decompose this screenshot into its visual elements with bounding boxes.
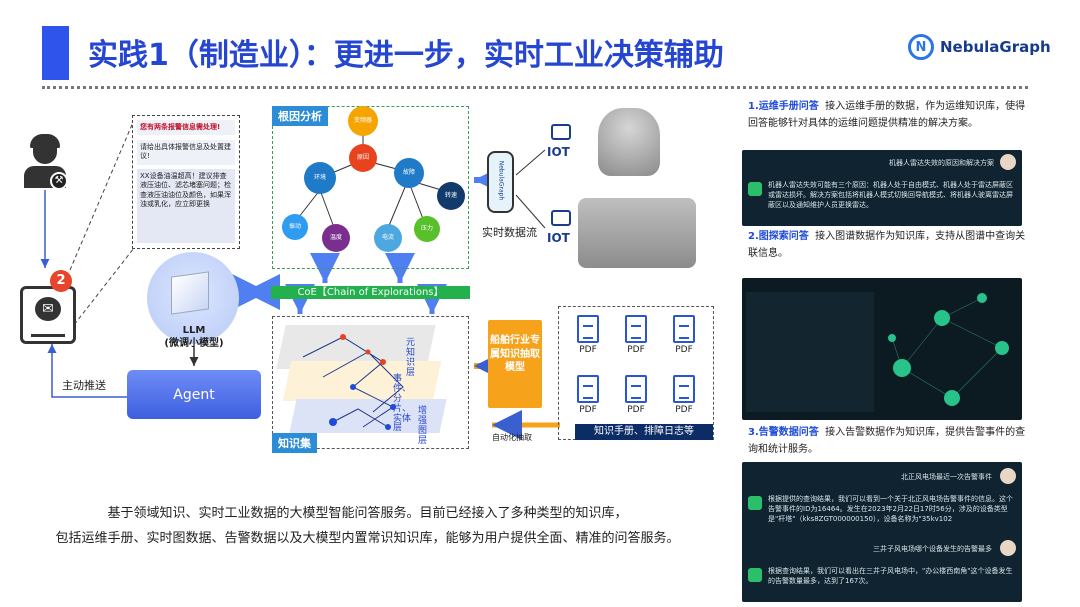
rca-node-2: 原因 (349, 144, 377, 172)
pdf-item-6[interactable]: PDF (669, 375, 699, 415)
sec2-heading: 2.图探索问答 (748, 231, 809, 242)
machine-image-1 (598, 108, 660, 176)
sec2-desc: 接入图谱数据作为知识库，支持从图谱中查询关联信息。 (748, 231, 1026, 259)
title-accent-bar (42, 26, 69, 80)
qa-screenshot-1: 机器人雷达失效的原因和解决方案 机器人雷达失效可能有三个原因：机器人处于自由模式… (742, 150, 1022, 226)
docs-footer-label: 知识手册、排障日志等 (575, 424, 713, 440)
header-divider (42, 86, 1028, 89)
pdf-item-1[interactable]: PDF (573, 315, 603, 355)
sec3-question-2: 三井子风电场哪个设备发生的告警最多 (873, 545, 992, 553)
page-title: 实践1（制造业）：更进一步，实时工业决策辅助 (88, 38, 724, 73)
meta-layer-label: 元知识层 (406, 338, 416, 378)
sec3-heading: 3.告警数据问答 (748, 427, 819, 438)
logo-text: NebulaGraph (940, 38, 1051, 56)
sec1-desc: 接入运维手册的数据，作为运维知识库，使得回答能够针对具体的运维问题提供精准的解决… (748, 101, 1026, 129)
llm-title: LLM (182, 325, 206, 336)
mail-icon: ✉ (35, 297, 61, 321)
sec1-question: 机器人雷达失效的原因和解决方案 (889, 159, 994, 167)
bot-icon (748, 568, 762, 582)
graph-viz (888, 293, 1009, 406)
bot-icon (748, 182, 762, 196)
realtime-stream-label: 实时数据流 (482, 226, 537, 239)
llm-subtitle: (微调小模型) (164, 337, 224, 349)
auto-extract-label: 自动化抽取 (492, 433, 532, 442)
worker-icon: ⚒ (20, 134, 72, 190)
summary-text: 基于领域知识、实时工业数据的大模型智能问答服务。目前已经接入了多种类型的知识库，… (0, 502, 735, 551)
sec3-answer-1: 根据提供的查询结果，我们可以看到一个关于北正风电场告警事件的信息。这个告警事件的… (768, 495, 1013, 524)
iot-label-2: IOT (547, 231, 570, 245)
pdf-icon (625, 315, 647, 343)
nebulagraph-stream-pill: NebulaGraph (487, 151, 514, 213)
sec3-desc: 接入告警数据作为知识库，提供告警事件的查询和统计服务。 (748, 427, 1026, 455)
agent-button[interactable]: Agent (127, 370, 261, 419)
knowledge-graph-lines (302, 334, 404, 430)
sec3-answer-2: 根据查询结果，我们可以看出在三井子风电场中，"办公楼西南角"这个设备发生的告警数… (768, 567, 1013, 586)
pdf-icon (577, 375, 599, 403)
pdf-icon (673, 375, 695, 403)
iot-label-1: IOT (547, 145, 570, 159)
root-cause-label: 根因分析 (272, 106, 328, 126)
iot-icon-2 (551, 210, 571, 226)
rca-node-7: 温度 (322, 224, 350, 252)
phone-bubble-dash-2 (69, 247, 135, 331)
push-arrow (47, 344, 127, 398)
chat-answer-line: XX设备油温超高！建议排查液压油位、滤芯堵塞问题；检查液压油油位及颜色，如果浑浊… (137, 169, 235, 243)
llm-label: LLM (微调小模型) (150, 325, 238, 350)
llm-cube-icon (171, 271, 209, 315)
user-avatar-icon (1000, 540, 1016, 556)
nebulagraph-logo: N NebulaGraph (908, 34, 1051, 60)
qa-screenshot-3: 北正风电场最近一次告警事件 根据提供的查询结果，我们可以看到一个关于北正风电场告… (742, 462, 1022, 602)
alert-chat-bubble: 您有两条报警信息需处理! 请给出具体报警信息及处置建议! XX设备油温超高！建议… (132, 115, 240, 249)
ship-extraction-model: 船舶行业专属知识抽取模型 (488, 320, 542, 408)
sec3-question-1: 北正风电场最近一次告警事件 (901, 473, 992, 481)
pdf-item-4[interactable]: PDF (573, 375, 603, 415)
iot-icon-1 (551, 124, 571, 140)
pdf-docs-box: PDF PDF PDF PDF PDF PDF (558, 306, 714, 440)
chat-request-line: 请给出具体报警信息及处置建议! (137, 140, 235, 165)
pdf-icon (625, 375, 647, 403)
logo-mark: N (908, 34, 934, 60)
knowledge-set-box: 元知识层 事件、分片、实体层 增强图层 (272, 316, 469, 449)
machine-image-2 (578, 198, 696, 268)
section-2-title: 2.图探索问答 接入图谱数据作为知识库，支持从图谱中查询关联信息。 (748, 228, 1030, 262)
push-label: 主动推送 (62, 379, 106, 392)
rca-node-1: 变频器 (348, 106, 378, 136)
coe-bar: CoE【Chain of Explorations】 (271, 286, 470, 299)
summary-line-2: 包括运维手册、实时图数据、告警数据以及大模型内置常识知识库，能够为用户提供全面、… (55, 530, 680, 546)
rca-node-5: 转速 (437, 182, 465, 210)
notification-badge[interactable]: 2 (50, 270, 72, 292)
sec1-heading: 1.运维手册问答 (748, 101, 819, 112)
event-layer-label: 事件、分片、实体层 (393, 374, 412, 434)
rca-node-6: 振动 (282, 214, 308, 240)
pdf-icon (673, 315, 695, 343)
knowledge-set-label: 知识集 (272, 433, 317, 453)
phone-bubble-dash (69, 119, 135, 271)
user-avatar-icon (1000, 154, 1016, 170)
pdf-item-3[interactable]: PDF (669, 315, 699, 355)
enhanced-layer-label: 增强图层 (418, 406, 428, 446)
root-cause-box (272, 106, 469, 269)
pdf-icon (577, 315, 599, 343)
pdf-item-2[interactable]: PDF (621, 315, 651, 355)
rca-node-4: 故障 (394, 158, 424, 188)
pdf-item-5[interactable]: PDF (621, 375, 651, 415)
summary-line-1: 基于领域知识、实时工业数据的大模型智能问答服务。目前已经接入了多种类型的知识库， (107, 506, 628, 521)
section-3-title: 3.告警数据问答 接入告警数据作为知识库，提供告警事件的查询和统计服务。 (748, 424, 1030, 458)
rca-node-8: 电流 (374, 224, 402, 252)
chat-alert-line: 您有两条报警信息需处理! (137, 120, 235, 136)
pill-text: NebulaGraph (497, 160, 505, 201)
sec1-answer: 机器人雷达失效可能有三个原因：机器人处于自由模式、机器人处于雷达屏蔽区或雷达损坏… (768, 181, 1013, 210)
phone-icon: ✉ (20, 286, 76, 344)
bot-icon (748, 496, 762, 510)
rca-node-9: 压力 (414, 216, 440, 242)
section-1-title: 1.运维手册问答 接入运维手册的数据，作为运维知识库，使得回答能够针对具体的运维… (748, 98, 1030, 132)
rca-node-3: 环境 (304, 162, 336, 194)
wrench-icon: ⚒ (50, 172, 68, 190)
user-avatar-icon (1000, 468, 1016, 484)
graph-explore-screenshot (742, 278, 1022, 420)
llm-sphere (147, 252, 239, 344)
